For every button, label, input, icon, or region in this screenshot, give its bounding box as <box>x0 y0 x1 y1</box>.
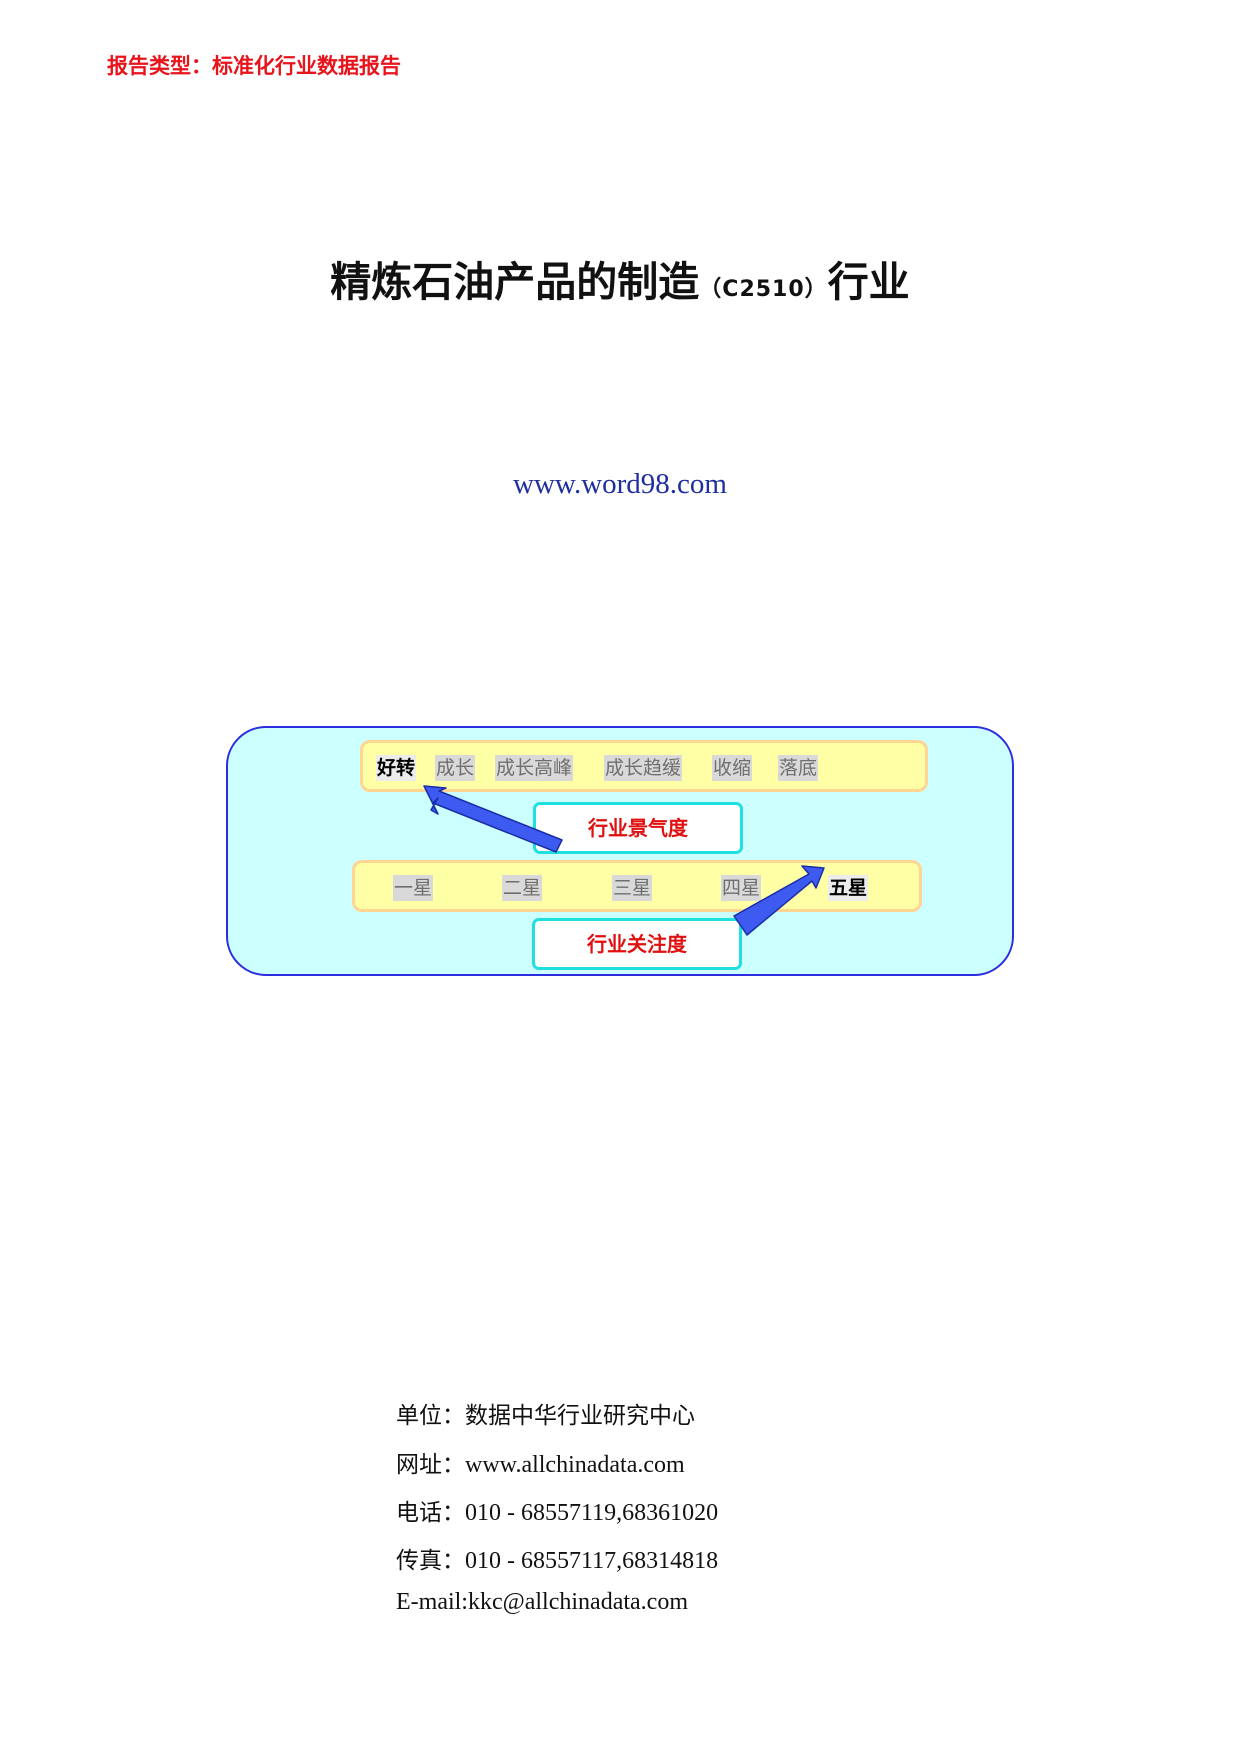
contact-fax-label: 传真： <box>396 1548 465 1574</box>
stage-growth-slowing: 成长趋缓 <box>604 755 683 781</box>
contact-phone: 电话：010 - 68557119,68361020 <box>396 1493 718 1527</box>
industry-rating-diagram: 好转 成长 成长高峰 成长趋缓 收缩 落底 行业景气度 一星 二星 三星 四星 … <box>226 726 1014 976</box>
star-one: 一星 <box>393 875 434 901</box>
contact-phone-label: 电话： <box>396 1500 465 1526</box>
report-title: 精炼石油产品的制造（C2510）行业 <box>0 248 1240 308</box>
prosperity-stage-bar: 好转 成长 成长高峰 成长趋缓 收缩 落底 <box>360 740 928 792</box>
stage-growth-peak: 成长高峰 <box>495 755 574 781</box>
title-suffix: 行业 <box>827 258 910 306</box>
contact-fax: 传真：010 - 68557117,68314818 <box>396 1541 718 1575</box>
star-five: 五星 <box>828 875 869 901</box>
contact-unit-value: 数据中华行业研究中心 <box>465 1403 695 1429</box>
contact-website: 网址：www.allchinadata.com <box>396 1445 685 1479</box>
contact-web-value[interactable]: www.allchinadata.com <box>465 1452 685 1478</box>
contact-email-value[interactable]: E-mail:kkc@allchinadata.com <box>396 1589 688 1615</box>
star-four: 四星 <box>721 875 762 901</box>
title-code: （C2510） <box>699 277 828 302</box>
contact-phone-value: 010 - 68557119,68361020 <box>465 1500 719 1526</box>
contact-unit: 单位：数据中华行业研究中心 <box>396 1396 695 1430</box>
industry-prosperity-label: 行业景气度 <box>533 802 743 854</box>
stage-contraction: 收缩 <box>712 755 753 781</box>
report-type-label: 报告类型：标准化行业数据报告 <box>107 54 401 78</box>
stage-growth: 成长 <box>435 755 476 781</box>
attention-star-bar: 一星 二星 三星 四星 五星 <box>352 860 922 912</box>
title-main: 精炼石油产品的制造 <box>330 258 700 306</box>
contact-web-label: 网址： <box>396 1452 465 1478</box>
stage-recovery: 好转 <box>376 755 417 781</box>
star-three: 三星 <box>612 875 653 901</box>
industry-attention-label: 行业关注度 <box>532 918 742 970</box>
star-two: 二星 <box>502 875 543 901</box>
contact-unit-label: 单位： <box>396 1403 465 1429</box>
contact-email[interactable]: E-mail:kkc@allchinadata.com <box>396 1589 688 1616</box>
contact-fax-value: 010 - 68557117,68314818 <box>465 1548 719 1574</box>
stage-bottom: 落底 <box>778 755 819 781</box>
website-link[interactable]: www.word98.com <box>513 468 727 500</box>
